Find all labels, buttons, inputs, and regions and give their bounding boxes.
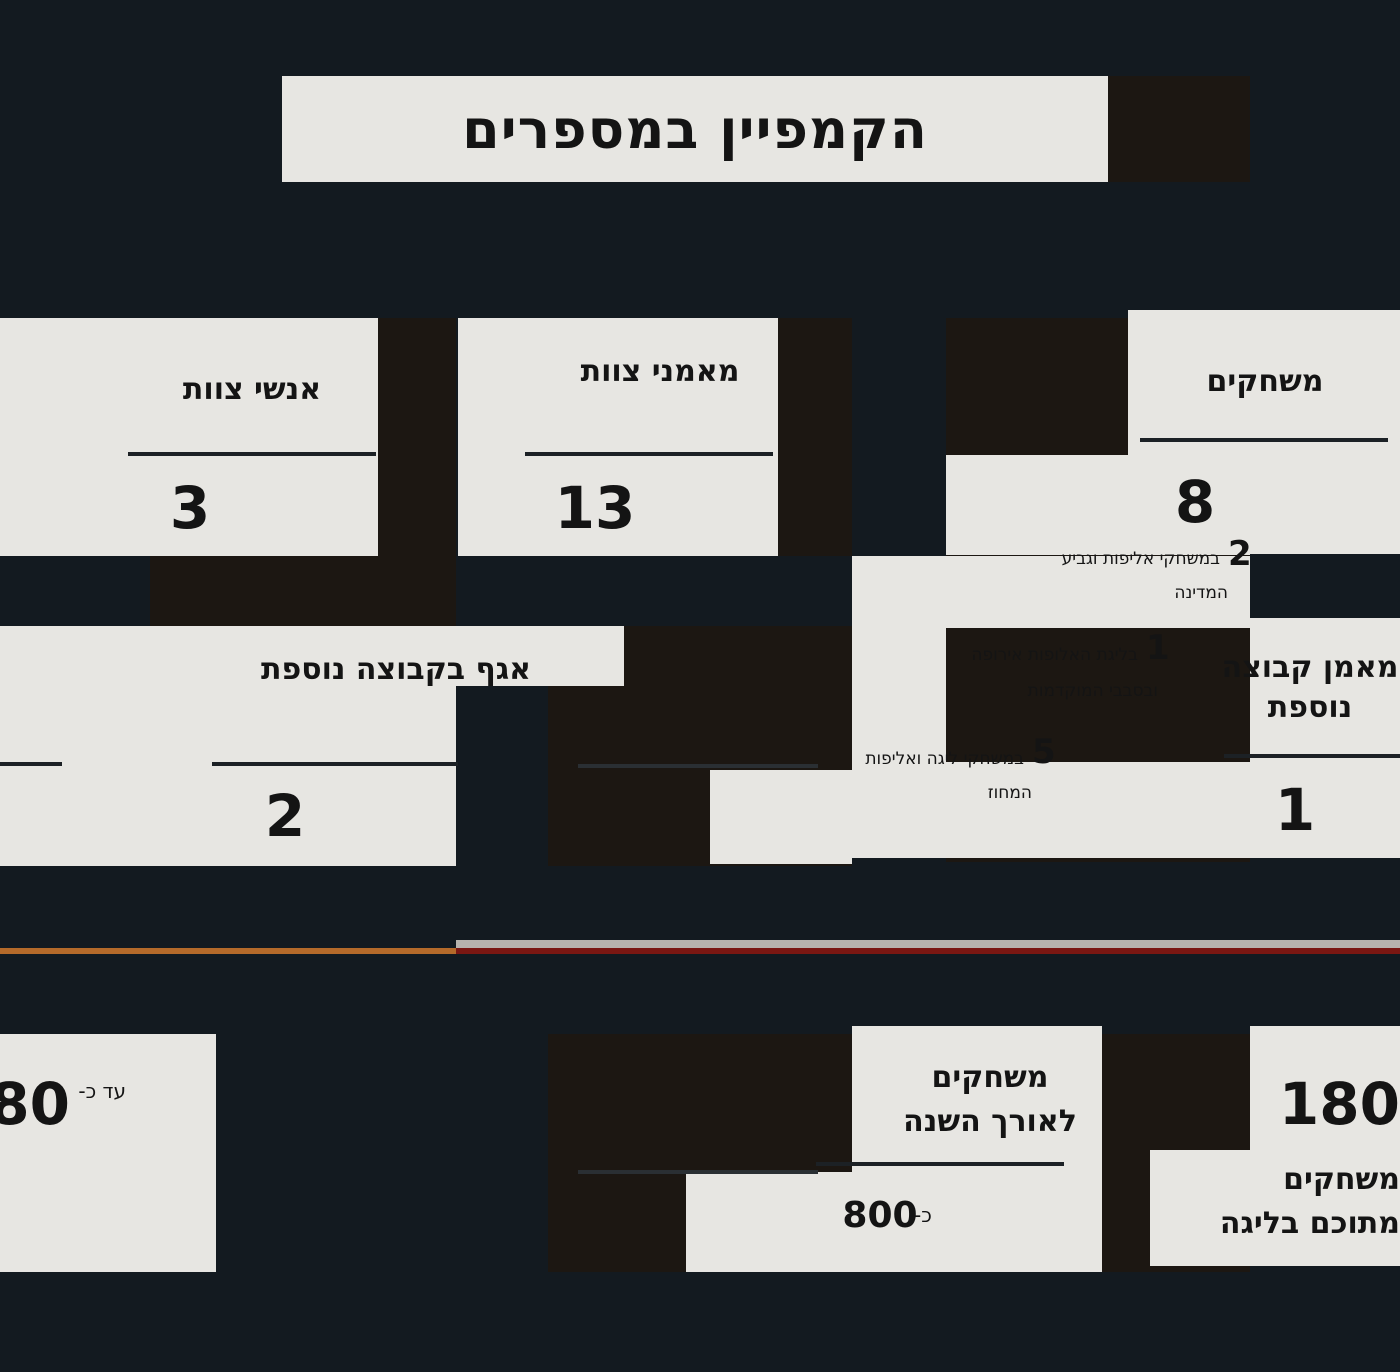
card-staff-value: 3 xyxy=(169,474,211,542)
card-players-label: משחקים xyxy=(1206,364,1324,399)
bottom-right-value: 180 xyxy=(1278,1070,1400,1138)
card-divider xyxy=(578,1170,818,1174)
card-reserve-value: 2 xyxy=(264,782,306,850)
bottom-middle-label-1: משחקים xyxy=(931,1060,1049,1095)
card-staff-label: אנשי צוות xyxy=(182,372,322,407)
card-divider xyxy=(0,762,62,766)
detail-text: ובסבבי המוקדמות xyxy=(1027,681,1158,701)
card-main-team xyxy=(1250,618,1400,858)
bottom-middle-card xyxy=(852,1026,1102,1272)
section-divider-accent xyxy=(0,948,456,954)
card-staff xyxy=(0,318,378,556)
details-panel xyxy=(852,556,1250,610)
card-divider xyxy=(1224,754,1400,758)
card-reserve-left xyxy=(0,626,150,866)
card-reserve xyxy=(150,686,456,866)
card-coaches-value: 13 xyxy=(554,474,636,542)
bottom-left-prefix: עד כ- xyxy=(78,1079,126,1103)
card-main-team-lower xyxy=(946,762,1250,858)
card-divider xyxy=(578,764,818,768)
card-reserve-label: אגף בקבוצה נוספת xyxy=(260,652,532,687)
card-coaches xyxy=(458,318,778,556)
card-reserve-top xyxy=(150,626,624,686)
card-players-value: 8 xyxy=(1174,468,1216,536)
detail-num: 1 xyxy=(1146,628,1170,668)
page-title: הקמפיין במספרים xyxy=(282,76,1108,182)
detail-text: במשחקי אליפות וגביע xyxy=(1061,549,1220,569)
detail-text: בליגת האלופות אירופה xyxy=(971,645,1138,665)
card-coaches-label: מאמני צוות xyxy=(580,354,740,389)
details-panel-side xyxy=(852,610,946,858)
card-main-team-label: מאמן קבוצה נוספת xyxy=(1221,650,1399,725)
detail-text: המחוז xyxy=(987,783,1032,803)
details-panel-gap xyxy=(946,610,1250,628)
section-divider-bottom xyxy=(456,948,1400,954)
bottom-middle-value: 800 xyxy=(842,1195,918,1236)
bottom-middle-label-2: לאורך השנה xyxy=(903,1104,1077,1139)
card-divider xyxy=(816,1162,1064,1166)
bottom-middle-lower xyxy=(686,1172,852,1272)
bottom-left-value: 180 xyxy=(0,1070,70,1138)
bottom-left-card xyxy=(0,1034,216,1272)
card-divider xyxy=(212,762,458,766)
card-divider xyxy=(525,452,773,456)
page-title-text: הקמפיין במספרים xyxy=(462,97,928,161)
bottom-right-card xyxy=(1250,1026,1400,1266)
bottom-middle-prefix: כ- xyxy=(914,1203,932,1227)
detail-text: במשחקי ליגה ואליפות xyxy=(865,749,1024,769)
detail-text: המדינה xyxy=(1174,583,1228,603)
card-middle-lower xyxy=(710,770,852,864)
card-main-team-value: 1 xyxy=(1274,776,1316,844)
card-divider xyxy=(1140,438,1388,442)
bottom-right-card-ext xyxy=(1150,1150,1250,1266)
bottom-right-label-1: משחקים xyxy=(1283,1162,1400,1197)
card-players-lower xyxy=(946,455,1250,555)
detail-num: 2 xyxy=(1228,534,1252,574)
bottom-right-label-2: מתוכם בליגה xyxy=(1219,1206,1400,1241)
detail-num: 5 xyxy=(1032,732,1056,772)
section-divider-top xyxy=(456,940,1400,948)
card-divider xyxy=(128,452,376,456)
